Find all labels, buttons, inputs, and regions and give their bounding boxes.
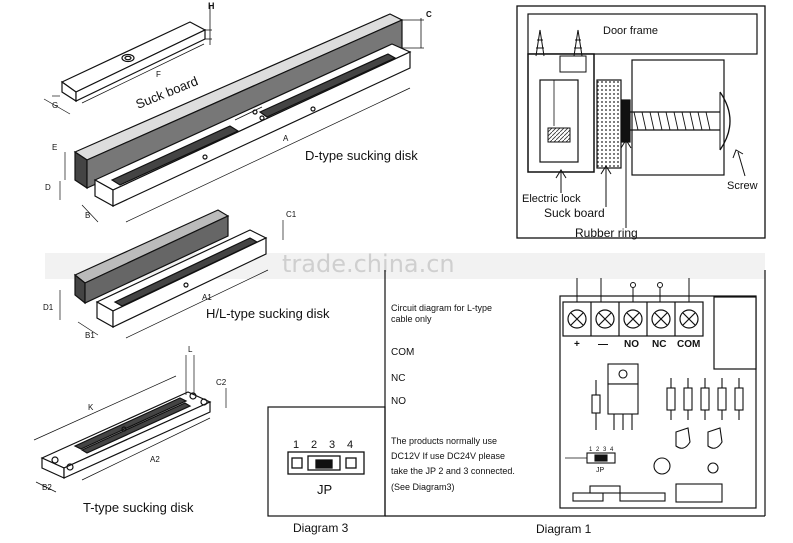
dim-h: H [208, 1, 215, 11]
circuit-title-1: Circuit diagram for L-type [391, 303, 492, 313]
jp-num-4: 4 [347, 439, 353, 451]
note-line-4: (See Diagram3) [391, 482, 455, 492]
terminal-no: NO [624, 339, 639, 350]
dim-c: C [426, 10, 432, 19]
dim-a: A [283, 134, 289, 143]
dim-l: L [188, 345, 193, 354]
dim-a2: A2 [150, 455, 160, 464]
dim-e: E [52, 143, 57, 152]
jp-small-2: 2 [596, 447, 600, 453]
dim-d1: D1 [43, 303, 54, 312]
door-frame-label: Door frame [603, 25, 658, 37]
jp-num-3: 3 [329, 439, 335, 451]
suck-board-drawing [43, 6, 212, 115]
install-diagram [516, 5, 766, 239]
dim-g: G [52, 101, 58, 110]
suck-board-label-2: Suck board [544, 206, 605, 220]
terminal-com: COM [677, 339, 700, 350]
circuit-frame [267, 270, 766, 517]
note-line-1: The products normally use [391, 436, 497, 446]
circuit-title-2: cable only [391, 314, 432, 324]
jp-small-label: JP [596, 467, 605, 474]
note-line-3: take the JP 2 and 3 connected. [391, 466, 515, 476]
dim-d: D [45, 183, 51, 192]
wire-nc: NC [391, 373, 405, 384]
dim-a1: A1 [202, 293, 212, 302]
diagram3-caption: Diagram 3 [293, 521, 349, 535]
electric-lock-label: Electric lock [522, 193, 581, 205]
note-line-2: DC12V If use DC24V please [391, 451, 505, 461]
terminal-plus: + [574, 339, 580, 350]
wire-no: NO [391, 396, 406, 407]
terminal-wires [576, 278, 690, 302]
dim-c2: C2 [216, 378, 227, 387]
d-type-label: D-type sucking disk [305, 148, 418, 163]
rubber-ring-label: Rubber ring [575, 226, 638, 240]
dim-f: F [156, 70, 161, 79]
pcb-components [565, 363, 744, 503]
jp-num-1: 1 [293, 439, 299, 451]
dim-b2: B2 [42, 483, 52, 492]
hl-type-disk-drawing [59, 209, 284, 339]
dim-c1: C1 [286, 210, 297, 219]
hl-type-label: H/L-type sucking disk [206, 306, 330, 321]
dim-k: K [88, 403, 94, 412]
t-type-label: T-type sucking disk [83, 500, 194, 515]
jumper-jp [287, 451, 365, 475]
t-type-disk-drawing [33, 355, 227, 493]
jp-small-4: 4 [610, 447, 614, 453]
terminal-minus: — [598, 339, 608, 350]
watermark-text: trade.china.cn [282, 250, 455, 278]
wire-com: COM [391, 347, 414, 358]
screw-label: Screw [727, 180, 758, 192]
jp-num-2: 2 [311, 439, 317, 451]
dim-b: B [85, 211, 90, 220]
diagram1-caption: Diagram 1 [536, 522, 592, 536]
jp-small-3: 3 [603, 447, 607, 453]
jp-small-1: 1 [589, 447, 593, 453]
d-type-disk-drawing [59, 13, 424, 223]
terminal-screws [567, 309, 699, 329]
dim-b1: B1 [85, 331, 95, 340]
terminal-nc: NC [652, 339, 666, 350]
jp-label: JP [317, 482, 332, 497]
